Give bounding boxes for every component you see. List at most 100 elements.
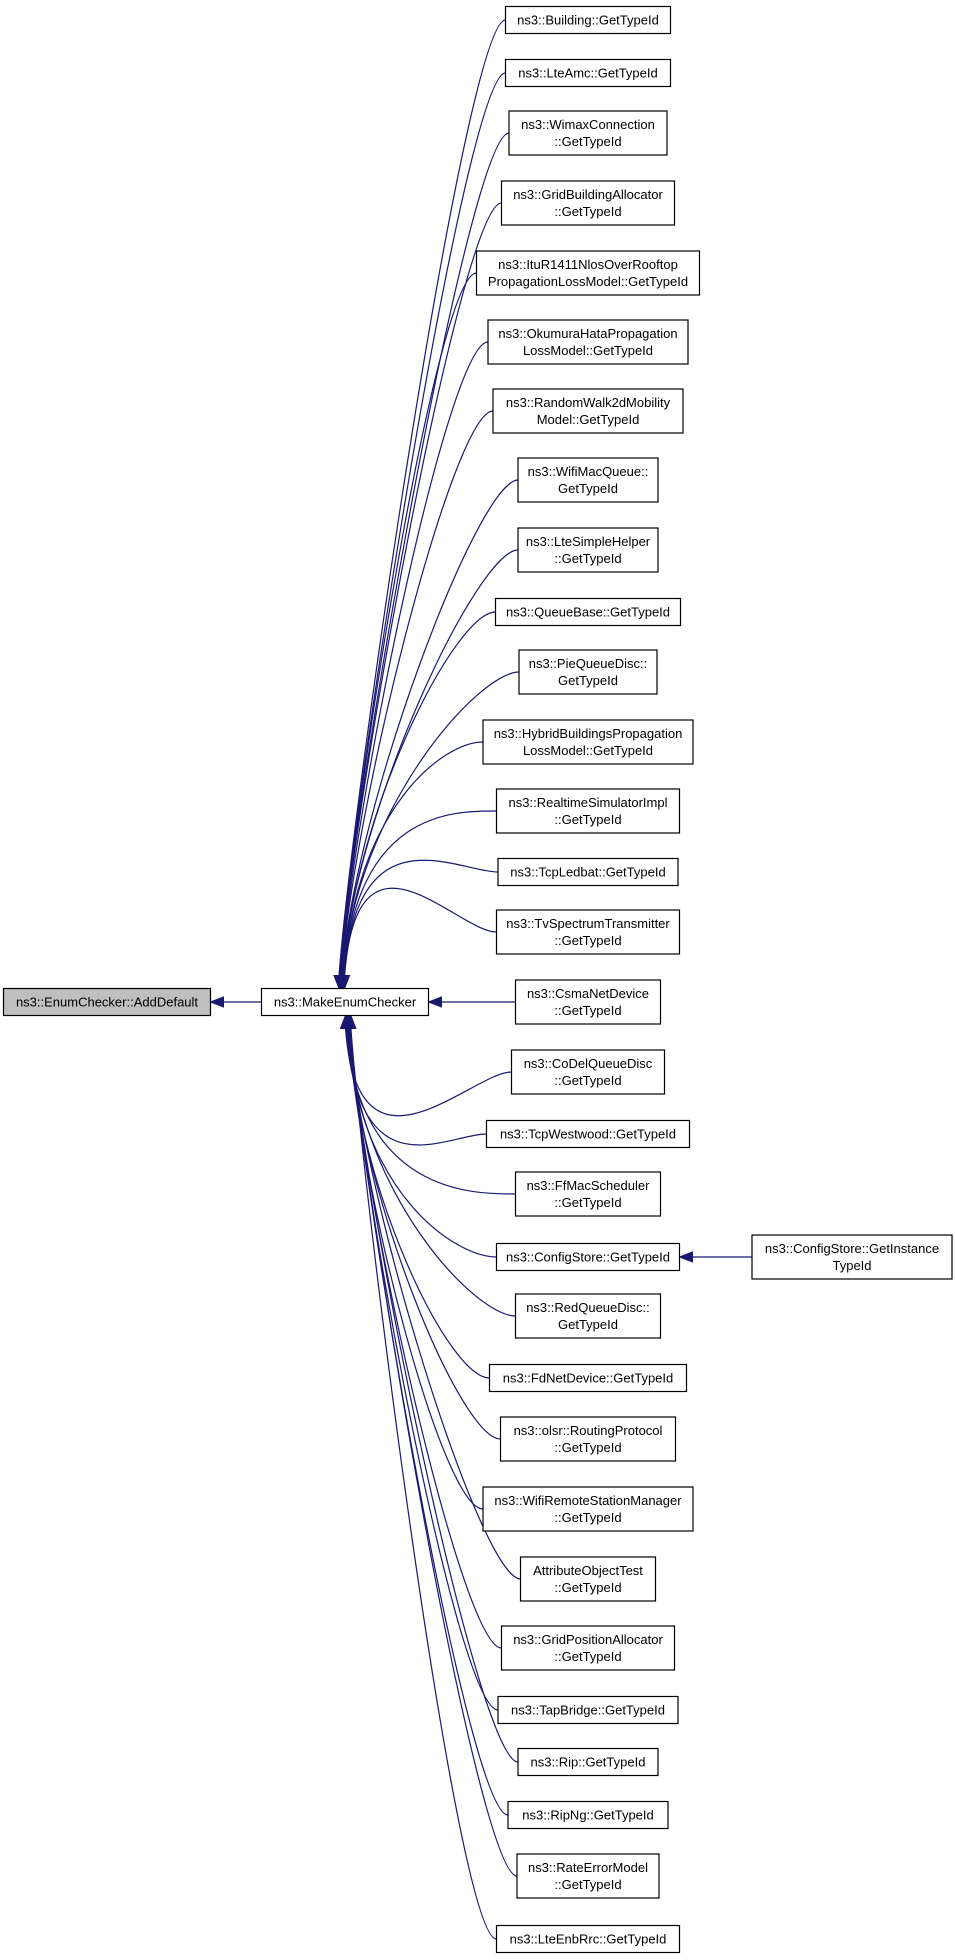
node-gridbuildingallocator-gettypeid[interactable]: ns3::GridBuildingAllocator::GetTypeId: [500, 180, 676, 226]
edge-c16-to-n1: [344, 1027, 512, 1117]
node-box: [475, 250, 701, 296]
arrowhead: [427, 996, 442, 1008]
node-redqueuedisc-gettypeid[interactable]: ns3::RedQueueDisc::GetTypeId: [514, 1293, 662, 1339]
node-label: ns3::Building::GetTypeId: [517, 13, 659, 28]
node-label: ::GetTypeId: [554, 1510, 621, 1525]
node-piequeuedisc-gettypeid[interactable]: ns3::PieQueueDisc::GetTypeId: [518, 649, 658, 695]
node-label: LossModel::GetTypeId: [523, 743, 653, 758]
node-attributeobjecttest-gettypeid[interactable]: AttributeObjectTest::GetTypeId: [519, 1556, 657, 1602]
edge-c23-to-n1: [347, 1027, 484, 1510]
node-label: ns3::WifiRemoteStationManager: [494, 1493, 682, 1508]
node-codelqueuedisc-gettypeid[interactable]: ns3::CoDelQueueDisc::GetTypeId: [510, 1049, 666, 1095]
node-label: ::GetTypeId: [554, 1877, 621, 1892]
node-label: ns3::TapBridge::GetTypeId: [511, 1703, 665, 1718]
node-wifimacqueue-gettypeid[interactable]: ns3::WifiMacQueue::GetTypeId: [517, 457, 659, 503]
node-box: [495, 909, 681, 955]
edge-c5-to-n1: [340, 341, 489, 977]
node-box: [518, 649, 658, 695]
node-box: [507, 1800, 669, 1830]
node-box: [495, 1924, 681, 1954]
node-label: ns3::QueueBase::GetTypeId: [506, 605, 670, 620]
node-label: ns3::TcpLedbat::GetTypeId: [510, 865, 665, 880]
node-label: ns3::Rip::GetTypeId: [531, 1755, 646, 1770]
node-label: ns3::LteSimpleHelper: [526, 534, 651, 549]
node-label: ns3::GridPositionAllocator: [513, 1632, 663, 1647]
node-makeenumchecker[interactable]: ns3::MakeEnumChecker: [260, 987, 430, 1017]
node-enumchecker-adddefault[interactable]: ns3::EnumChecker::AddDefault: [2, 987, 212, 1017]
node-label: ns3::TcpWestwood::GetTypeId: [500, 1127, 676, 1142]
node-box: [499, 1416, 677, 1462]
node-box: [500, 1625, 676, 1671]
edge-c4-to-n1: [339, 272, 477, 977]
node-ffmacscheduler-gettypeid[interactable]: ns3::FfMacScheduler::GetTypeId: [514, 1171, 662, 1217]
node-hybridbuildingspropagationlossmodel-gettypeid[interactable]: ns3::HybridBuildingsPropagationLossModel…: [482, 719, 694, 765]
node-box: [508, 110, 668, 156]
node-label: ns3::PieQueueDisc::: [529, 656, 648, 671]
arrowhead: [338, 975, 351, 990]
node-wimaxconnection-gettypeid[interactable]: ns3::WimaxConnection::GetTypeId: [508, 110, 668, 156]
node-ripng-gettypeid[interactable]: ns3::RipNg::GetTypeId: [507, 1800, 669, 1830]
node-label: ns3::WifiMacQueue::: [528, 464, 649, 479]
node-label: ns3::LteAmc::GetTypeId: [518, 66, 657, 81]
node-box: [485, 1119, 691, 1149]
node-lteamc-gettypeid[interactable]: ns3::LteAmc::GetTypeId: [504, 58, 672, 88]
node-tcpledbat-gettypeid[interactable]: ns3::TcpLedbat::GetTypeId: [497, 857, 679, 887]
node-box: [517, 1747, 659, 1777]
edge-c19-to-n1: [345, 1027, 497, 1258]
node-fdnetdevice-gettypeid[interactable]: ns3::FdNetDevice::GetTypeId: [488, 1363, 688, 1393]
node-box: [504, 58, 672, 88]
node-box: [488, 1363, 688, 1393]
node-label: LossModel::GetTypeId: [523, 343, 653, 358]
node-okumurahatapropagationlossmodel-gettypeid[interactable]: ns3::OkumuraHataPropagationLossModel::Ge…: [487, 319, 689, 365]
node-box: [751, 1234, 953, 1280]
edge-c10-to-n1: [342, 671, 520, 977]
node-box: [487, 319, 689, 365]
node-tvspectrumtransmitter-gettypeid[interactable]: ns3::TvSpectrumTransmitter::GetTypeId: [495, 909, 681, 955]
node-queuebase-gettypeid[interactable]: ns3::QueueBase::GetTypeId: [494, 597, 682, 627]
node-label: ::GetTypeId: [554, 1649, 621, 1664]
node-rip-gettypeid[interactable]: ns3::Rip::GetTypeId: [517, 1747, 659, 1777]
node-tapbridge-gettypeid[interactable]: ns3::TapBridge::GetTypeId: [497, 1695, 679, 1725]
node-building-gettypeid[interactable]: ns3::Building::GetTypeId: [504, 5, 672, 35]
node-gridpositionallocator-gettypeid[interactable]: ns3::GridPositionAllocator::GetTypeId: [500, 1625, 676, 1671]
edge-layer: [209, 19, 752, 1940]
node-box: [514, 979, 662, 1025]
node-box: [494, 597, 682, 627]
node-box: [516, 1853, 660, 1899]
node-randomwalk2dmobilitymodel-gettypeid[interactable]: ns3::RandomWalk2dMobilityModel::GetTypeI…: [492, 388, 684, 434]
node-label: ::GetTypeId: [554, 1073, 621, 1088]
node-wifiremotestationmanager-gettypeid[interactable]: ns3::WifiRemoteStationManager::GetTypeId: [482, 1486, 694, 1532]
node-label: ns3::FdNetDevice::GetTypeId: [503, 1371, 674, 1386]
node-label: ::GetTypeId: [554, 933, 621, 948]
node-box: [519, 1556, 657, 1602]
node-label: TypeId: [832, 1258, 871, 1273]
node-olsr-routingprotocol-gettypeid[interactable]: ns3::olsr::RoutingProtocol::GetTypeId: [499, 1416, 677, 1462]
node-tcpwestwood-gettypeid[interactable]: ns3::TcpWestwood::GetTypeId: [485, 1119, 691, 1149]
node-box: [482, 1486, 694, 1532]
node-label: ::GetTypeId: [554, 1580, 621, 1595]
node-lteenbrrc-gettypeid[interactable]: ns3::LteEnbRrc::GetTypeId: [495, 1924, 681, 1954]
node-label: ns3::GridBuildingAllocator: [513, 187, 663, 202]
edge-c7-to-n1: [341, 479, 519, 977]
node-configstore-gettypeid[interactable]: ns3::ConfigStore::GetTypeId: [495, 1242, 681, 1272]
node-csmanetdevice-gettypeid[interactable]: ns3::CsmaNetDevice::GetTypeId: [514, 979, 662, 1025]
node-ltesimplehelper-gettypeid[interactable]: ns3::LteSimpleHelper::GetTypeId: [517, 527, 659, 573]
node-box: [2, 987, 212, 1017]
arrowhead: [678, 1251, 693, 1263]
edge-c6-to-n1: [340, 410, 494, 977]
node-itur1411nlosoverrooftoppropagationlossmodel-gettypeid[interactable]: ns3::ItuR1411NlosOverRooftopPropagationL…: [475, 250, 701, 296]
node-label: AttributeObjectTest: [533, 1563, 643, 1578]
node-realtimesimulatorimpl-gettypeid[interactable]: ns3::RealtimeSimulatorImpl::GetTypeId: [495, 788, 681, 834]
node-label: GetTypeId: [558, 673, 618, 688]
node-label: ns3::MakeEnumChecker: [274, 995, 417, 1010]
edge-c25-to-n1: [348, 1027, 502, 1649]
node-layer: ns3::EnumChecker::AddDefault ns3::MakeEnu…: [2, 5, 953, 1954]
node-label: ns3::FfMacScheduler: [527, 1178, 651, 1193]
node-label: ::GetTypeId: [554, 551, 621, 566]
node-rateerrormodel-gettypeid[interactable]: ns3::RateErrorModel::GetTypeId: [516, 1853, 660, 1899]
edge-c30-to-n1: [350, 1027, 497, 1940]
node-label: ns3::TvSpectrumTransmitter: [506, 916, 670, 931]
node-label: GetTypeId: [558, 1317, 618, 1332]
